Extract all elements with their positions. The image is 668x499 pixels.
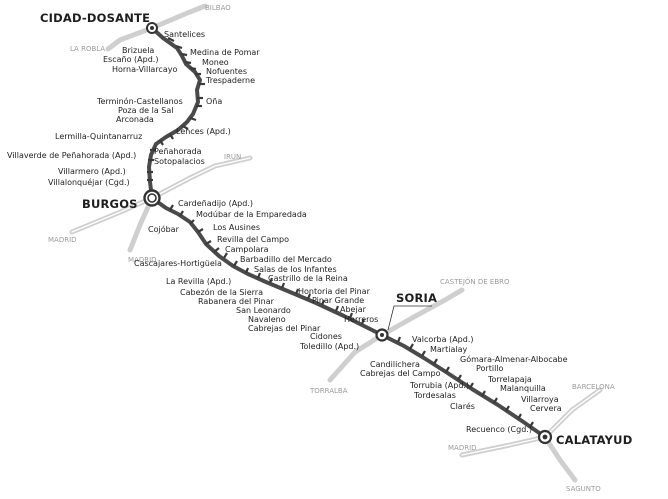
station-label: Los Ausines <box>213 223 260 232</box>
station-label: Pinar Grande <box>312 296 364 305</box>
station-label: Campolara <box>225 245 269 254</box>
station-label: Torrelapaja <box>487 375 532 384</box>
soria-leader <box>387 305 432 331</box>
station-label: Rabanera del Pinar <box>198 297 275 306</box>
station-labels: Santelices Brizuela Escaño (Apd.) Horna-… <box>7 30 568 434</box>
station-label: Oña <box>206 97 222 106</box>
station-label: Lermilla-Quintanarruz <box>55 132 142 141</box>
station-label: Villarroya <box>521 395 559 404</box>
conn-irun: IRUN <box>224 153 241 161</box>
station-label: Cabezón de la Sierra <box>180 287 263 297</box>
conn-la-robla: LA ROBLA <box>70 45 105 53</box>
madrid-south-branch <box>127 195 155 253</box>
station-label: Horna-Villarcayo <box>112 65 177 74</box>
connection-lines-inner <box>71 157 601 456</box>
sagunto-branch <box>542 434 578 483</box>
station-label: Navaleno <box>248 315 286 324</box>
station-label: Escaño (Apd.) <box>103 55 158 64</box>
station-label: Cabrejas del Pinar <box>248 324 321 333</box>
station-label: Sotopalacios <box>154 157 205 166</box>
castejon-branch <box>379 287 465 338</box>
station-label: Arconada <box>116 115 154 124</box>
station-label: Martialay <box>430 345 467 354</box>
station-label: Terminón-Castellanos <box>96 96 183 106</box>
station-label: Cardeñadijo (Apd.) <box>178 199 253 208</box>
station-label: Malanquilla <box>500 384 546 393</box>
bilbao-branch <box>149 3 208 31</box>
station-label: Candilichera <box>370 360 420 369</box>
connection-lines <box>69 3 603 483</box>
station-label: Brizuela <box>122 46 154 55</box>
station-label: Valcorba (Apd.) <box>412 335 474 344</box>
conn-madrid-s: MADRID <box>128 256 157 264</box>
station-label: Gómara-Almenar-Albocabe <box>460 354 568 364</box>
station-label: Cervera <box>530 404 562 413</box>
city-labels: CIDAD-DOSANTE BURGOS SORIA CALATAYUD <box>40 11 632 447</box>
station-label: Modúbar de la Emparedada <box>196 210 307 219</box>
station-label: Moneo <box>202 58 229 67</box>
station-label: San Leonardo <box>236 306 291 315</box>
station-label: Recuenco (Cgd.) <box>466 425 532 434</box>
conn-torralba: TORRALBA <box>309 387 348 395</box>
conn-barcelona: BARCELONA <box>572 383 615 391</box>
torralba-branch <box>327 332 385 383</box>
station-label: Cascajares-Hortigüela <box>134 259 222 268</box>
station-label: Portillo <box>476 364 504 373</box>
station-label: Poza de la Sal <box>118 106 174 115</box>
station-label: Clarés <box>450 401 475 411</box>
station-markers <box>147 37 534 428</box>
city-label-calatayud: CALATAYUD <box>556 433 632 447</box>
city-label-burgos: BURGOS <box>82 197 138 211</box>
connection-labels: BILBAO LA ROBLA IRUN MADRID MADRID CASTE… <box>48 4 615 493</box>
station-label: Santelices <box>164 30 205 39</box>
station-label: Cojóbar <box>148 224 180 234</box>
la-robla-branch <box>105 25 155 52</box>
city-label-soria: SORIA <box>396 291 437 305</box>
station-label: Trespaderne <box>205 76 255 85</box>
station-label: Torrubia (Apd.) <box>409 381 469 390</box>
station-label: Cabrejas del Campo <box>360 369 441 378</box>
conn-bilbao: BILBAO <box>205 4 231 12</box>
station-label: Medina de Pomar <box>190 48 260 57</box>
station-label: Tordesalas <box>413 391 456 400</box>
station-label: Barbadillo del Mercado <box>240 255 332 264</box>
station-label: Castrillo de la Reina <box>268 274 348 283</box>
station-label: Lences (Apd.) <box>176 127 231 136</box>
station-label: La Revilla (Apd.) <box>166 277 231 286</box>
station-label: Salas de los Infantes <box>254 265 337 274</box>
station-label: Villaverde de Peñahorada (Apd.) <box>7 151 136 160</box>
station-label: Toledillo (Apd.) <box>299 342 359 351</box>
station-label: Villarmero (Apd.) <box>58 167 126 176</box>
conn-sagunto: SAGUNTO <box>566 485 601 493</box>
station-label: Villalonquéjar (Cgd.) <box>48 177 130 187</box>
conn-madrid-w: MADRID <box>48 236 77 244</box>
station-label: Herreros <box>344 315 378 324</box>
conn-castejon: CASTEJÓN DE EBRO <box>440 277 510 286</box>
station-label: Nofuentes <box>206 67 247 76</box>
station-label: Abejar <box>340 305 367 314</box>
city-label-cidad-dosante: CIDAD-DOSANTE <box>40 11 150 25</box>
conn-madrid-e: MADRID <box>448 444 477 452</box>
city-nodes <box>143 22 553 445</box>
main-railway-line <box>147 26 547 439</box>
station-label: Revilla del Campo <box>217 235 289 244</box>
station-label: Cidones <box>310 332 342 341</box>
station-label: Peñahorada <box>154 147 202 156</box>
station-label: Hontoria del Pinar <box>298 287 371 296</box>
